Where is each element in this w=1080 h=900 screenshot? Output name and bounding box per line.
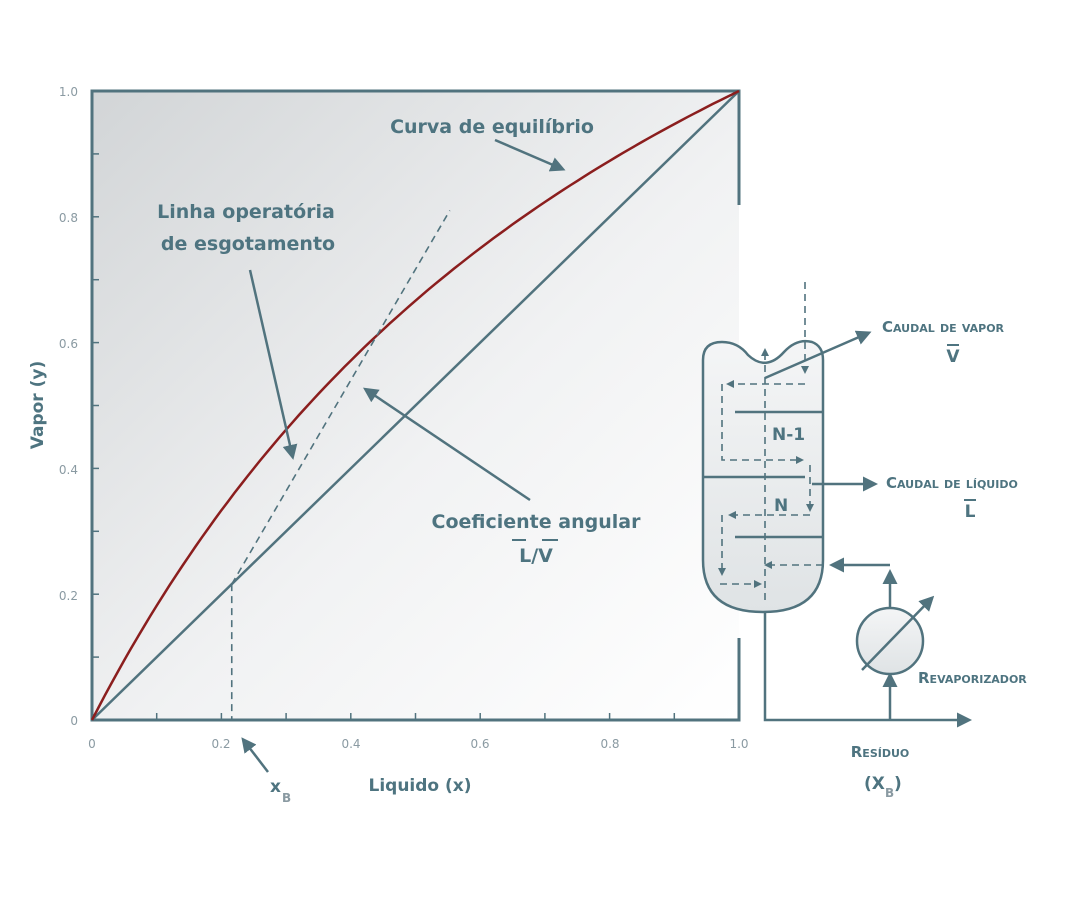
y-tick-label: 0.6 <box>59 337 78 351</box>
vapor-symbol: V <box>946 347 960 367</box>
slope-value: L/V <box>519 545 553 567</box>
vapor-flow-label: Caudal de vapor <box>882 318 1005 336</box>
slope-label: Coeficiente angular <box>432 511 642 533</box>
bottoms-line <box>763 612 972 728</box>
reboiler-diagonal-arrow <box>861 595 935 671</box>
vapor-out-arrow <box>764 330 872 380</box>
y-tick-label: 0 <box>70 714 78 728</box>
diagonal-line <box>91 90 740 721</box>
residue-label: Resíduo <box>851 743 910 761</box>
y-tick-label: 0.2 <box>59 589 78 603</box>
residue-subscript: B <box>885 786 894 800</box>
x-tick-label: 0 <box>88 737 96 751</box>
xb-label: x <box>270 777 281 797</box>
liquid-symbol: L <box>965 502 976 522</box>
x-tick-label: 0.2 <box>211 737 230 751</box>
x-axis-label: Liquido (x) <box>368 776 471 796</box>
y-axis-label: Vapor (y) <box>28 361 48 449</box>
equilibrium-curve <box>90 89 740 721</box>
xb-arrow <box>241 737 269 773</box>
y-tick-label: 1.0 <box>59 85 78 99</box>
x-tick-label: 1.0 <box>729 737 748 751</box>
x-tick-label: 0.4 <box>341 737 360 751</box>
x-tick-label: 0.6 <box>470 737 489 751</box>
equilibrium-label: Curva de equilíbrio <box>390 116 594 138</box>
x-tick-label: 0.8 <box>600 737 619 751</box>
y-tick-label: 0.8 <box>59 211 78 225</box>
liquid-flow-label: Caudal de líquido <box>886 474 1018 492</box>
plot-frame <box>90 89 741 722</box>
residue-symbol: (X <box>864 774 885 794</box>
reboiler-label: Revaporizador <box>918 669 1027 687</box>
slope-arrow <box>363 387 531 502</box>
equilibrium-arrow <box>494 138 566 172</box>
y-tick-label: 0.4 <box>59 463 78 477</box>
operating-line-arrow <box>248 269 298 460</box>
residue-close: ) <box>894 774 902 794</box>
xb-subscript: B <box>282 791 291 805</box>
operating-line-label: Linha operatória <box>157 201 335 223</box>
stage-n-label: N <box>774 496 788 516</box>
stage-n-1-label: N-1 <box>772 425 805 445</box>
distillation-column: N-1 N <box>701 282 972 728</box>
operating-line <box>231 210 451 585</box>
liquid-path <box>721 384 804 464</box>
operating-line-label: de esgotamento <box>161 233 335 255</box>
